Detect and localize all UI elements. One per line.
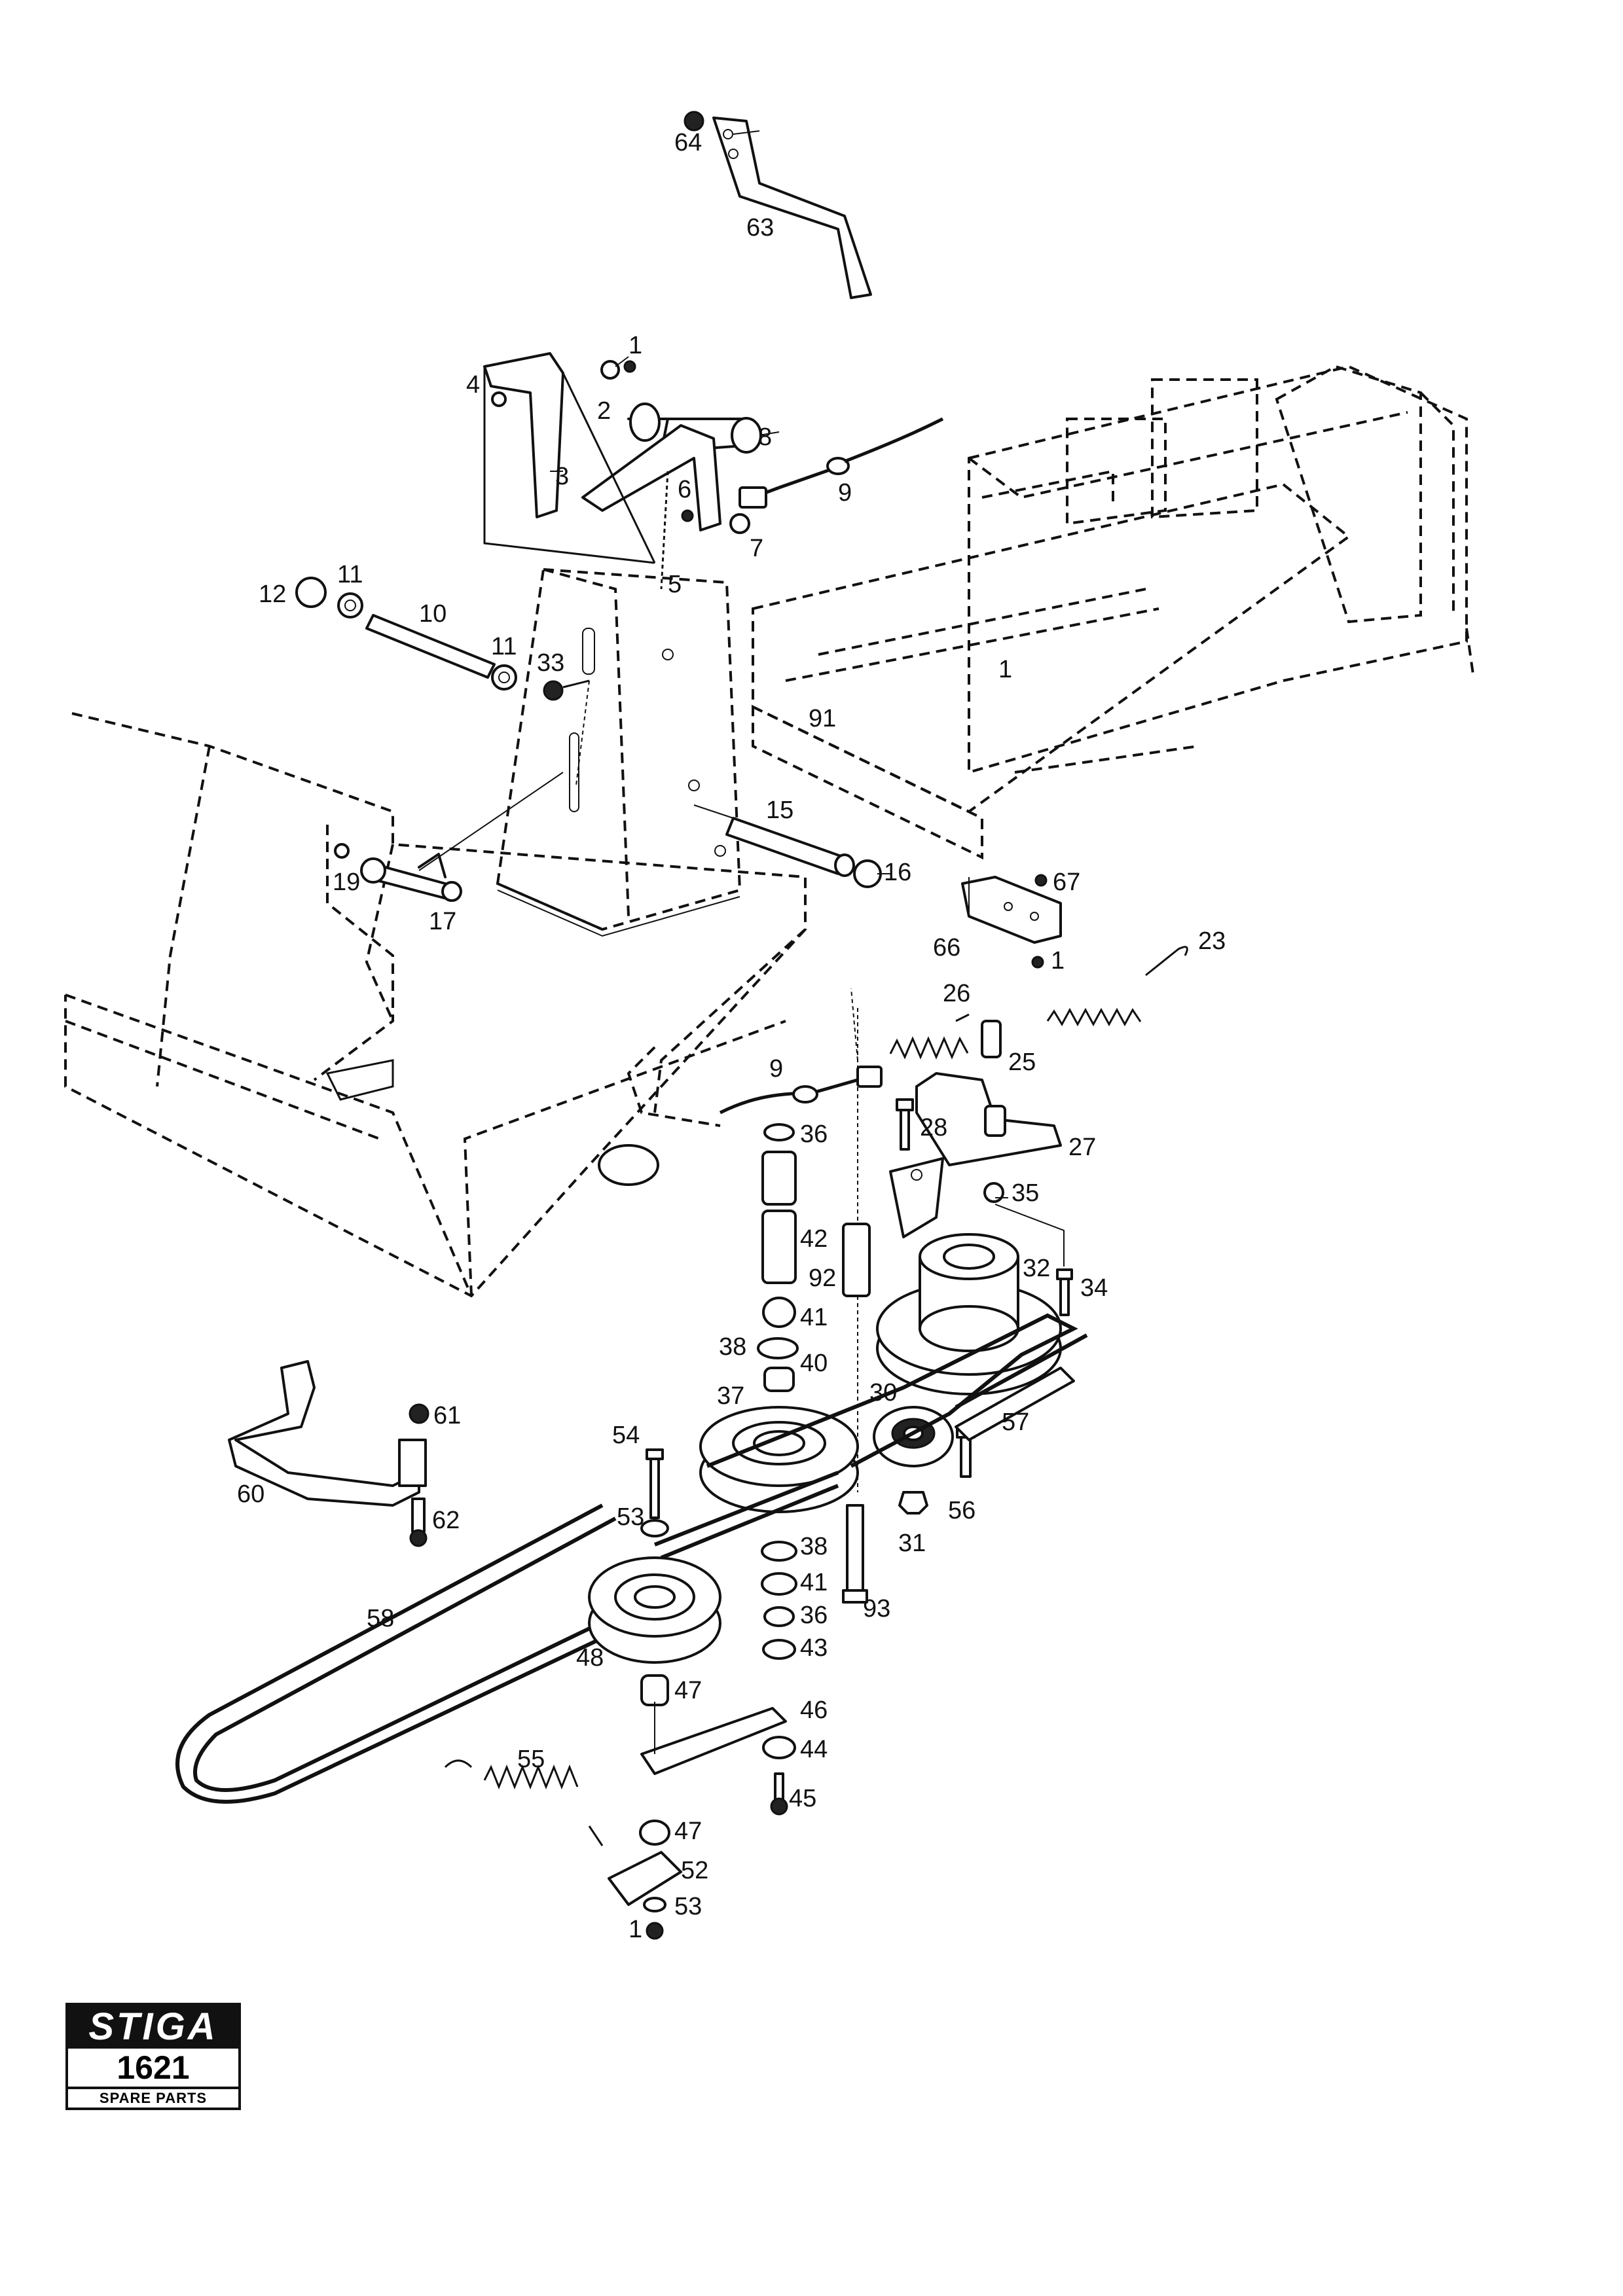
idler-30	[873, 1406, 954, 1515]
callout-41-lower: 41	[800, 1569, 828, 1596]
callout-64: 64	[674, 129, 702, 156]
callout-56: 56	[948, 1497, 976, 1524]
callout-54: 54	[612, 1422, 640, 1449]
callout-42: 42	[800, 1225, 828, 1253]
spring-26	[889, 1013, 970, 1060]
callout-53-upper: 53	[617, 1503, 644, 1531]
central-housing	[496, 567, 742, 937]
callout-91: 91	[809, 705, 836, 732]
callout-1-frame: 1	[998, 656, 1012, 683]
callout-48: 48	[576, 1644, 604, 1672]
callout-6: 6	[678, 476, 691, 503]
callout-58: 58	[367, 1605, 394, 1632]
callout-57: 57	[1002, 1408, 1029, 1436]
callout-31: 31	[898, 1530, 926, 1557]
brand-block: STIGA 1621 SPARE PARTS	[65, 2003, 241, 2110]
callout-41-upper: 41	[800, 1304, 828, 1331]
cable-9-lower	[719, 988, 883, 1115]
pulley-48	[588, 1556, 721, 1664]
chassis-frame-outline	[752, 365, 1474, 860]
callout-2: 2	[597, 397, 611, 425]
bracket-27	[889, 1020, 1062, 1238]
callout-labels: 64 63 1 4 2 8 3 6 9 7 12 11 10 11 33 5 1…	[237, 129, 1226, 1943]
lever-assembly	[483, 352, 762, 590]
callout-9-upper: 9	[838, 479, 852, 507]
callout-92: 92	[809, 1265, 836, 1292]
callout-16: 16	[884, 859, 911, 886]
mower-deck-outline	[64, 712, 807, 1298]
callout-30: 30	[869, 1379, 897, 1407]
callout-47-upper: 47	[674, 1677, 702, 1704]
callout-38-upper: 38	[719, 1333, 746, 1361]
callout-11-left: 11	[337, 561, 363, 588]
callout-1: 1	[629, 332, 642, 359]
leader-lines	[550, 130, 1008, 1198]
belt-58	[175, 1471, 839, 1804]
callout-27: 27	[1068, 1134, 1096, 1161]
arm-46	[608, 1674, 787, 1940]
spring-55	[444, 1759, 604, 1846]
bolt-54	[640, 1448, 669, 1537]
pulley-32	[876, 1233, 1062, 1395]
callout-62: 62	[432, 1507, 460, 1534]
spring-23	[1046, 946, 1188, 1027]
brand-logo: STIGA	[68, 2005, 238, 2049]
callout-33: 33	[537, 649, 564, 677]
belt-57	[706, 1313, 1088, 1468]
callout-66: 66	[933, 934, 960, 961]
callout-34: 34	[1080, 1274, 1108, 1302]
callout-37: 37	[717, 1382, 744, 1410]
callout-28: 28	[920, 1114, 947, 1141]
rod-92-bolt-93	[842, 1008, 871, 1604]
callout-93: 93	[863, 1595, 890, 1623]
callout-36-lower: 36	[800, 1602, 828, 1629]
brand-caption: SPARE PARTS	[99, 2090, 208, 2106]
callout-23: 23	[1198, 927, 1226, 955]
callout-36-upper: 36	[800, 1121, 828, 1148]
callout-25: 25	[1008, 1049, 1036, 1076]
callout-3: 3	[555, 463, 569, 490]
callout-11-right: 11	[491, 633, 517, 660]
callout-61: 61	[433, 1402, 461, 1429]
callout-63: 63	[746, 214, 774, 242]
callout-4: 4	[466, 371, 480, 399]
callout-38-lower: 38	[800, 1533, 828, 1560]
callout-44: 44	[800, 1736, 828, 1763]
callout-55: 55	[517, 1746, 545, 1773]
spindle-stack-right	[761, 1541, 797, 1816]
brand-model: 1621	[68, 2049, 238, 2089]
cable-9-upper	[739, 417, 944, 509]
callout-7: 7	[750, 535, 763, 562]
bracket-60	[228, 1360, 429, 1547]
callout-5: 5	[668, 571, 682, 598]
callout-1-bracket: 1	[1051, 947, 1065, 975]
bracket-63	[684, 111, 872, 299]
callout-46: 46	[800, 1696, 828, 1724]
callout-9-lower: 9	[769, 1055, 783, 1083]
callout-60: 60	[237, 1480, 264, 1508]
callout-32: 32	[1023, 1255, 1050, 1282]
callout-8: 8	[758, 423, 772, 451]
shaft-15	[693, 804, 882, 888]
spindle-stack-left	[757, 1123, 799, 1392]
callout-67: 67	[1053, 869, 1080, 896]
callout-47-lower: 47	[674, 1818, 702, 1845]
callout-43: 43	[800, 1634, 828, 1662]
callout-53-lower: 53	[674, 1893, 702, 1920]
callout-40: 40	[800, 1350, 828, 1377]
callout-10: 10	[419, 600, 447, 628]
arm-17	[334, 680, 590, 902]
shaft-10	[295, 577, 590, 701]
callout-1-bottom: 1	[629, 1916, 642, 1943]
callout-35: 35	[1012, 1179, 1039, 1207]
callout-19: 19	[333, 869, 360, 896]
callout-52: 52	[681, 1857, 708, 1884]
callout-15: 15	[766, 797, 793, 824]
callout-17: 17	[429, 908, 456, 935]
callout-26: 26	[943, 980, 970, 1007]
callout-45: 45	[789, 1785, 816, 1812]
bracket-66	[961, 874, 1062, 969]
callout-12: 12	[259, 581, 286, 608]
